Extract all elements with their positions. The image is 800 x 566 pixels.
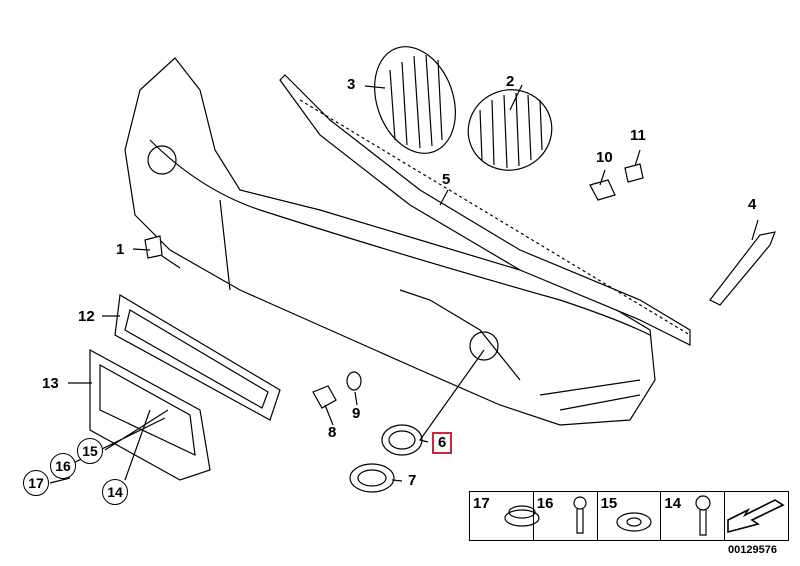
kidney-grille-right <box>467 89 553 171</box>
legend-num: 15 <box>600 495 618 512</box>
legend-num: 17 <box>473 495 490 512</box>
label-1: 1 <box>116 241 125 258</box>
part-8 <box>312 385 337 409</box>
fog-light-opening-right <box>469 331 499 361</box>
kidney-grille-left <box>374 46 456 154</box>
cap-icon <box>504 509 540 527</box>
label-8: 8 <box>328 424 337 441</box>
label-5: 5 <box>442 171 451 188</box>
side-trim <box>709 231 776 306</box>
label-14: 14 <box>102 479 128 505</box>
part-6 <box>381 424 423 456</box>
label-13: 13 <box>42 375 59 392</box>
document-id: 00129576 <box>728 544 777 556</box>
label-9: 9 <box>352 405 361 422</box>
legend-arrow-cell <box>725 492 788 540</box>
tow-cap <box>144 235 181 269</box>
screw-icon <box>573 496 587 534</box>
grille-strip <box>279 74 691 346</box>
label-2: 2 <box>506 73 515 90</box>
legend-cell: 15 <box>598 492 662 540</box>
part-9 <box>346 371 362 391</box>
fog-light-opening-left <box>147 145 177 175</box>
part-11 <box>624 163 644 183</box>
small-parts-legend: 17 16 15 14 <box>469 491 789 541</box>
label-12: 12 <box>78 308 95 325</box>
screw-icon <box>695 495 711 536</box>
part-7 <box>349 463 395 493</box>
label-17: 17 <box>23 470 49 496</box>
label-11: 11 <box>630 127 646 144</box>
label-10: 10 <box>596 149 613 166</box>
label-7: 7 <box>408 472 417 489</box>
label-3: 3 <box>347 76 356 93</box>
bumper-cover <box>124 57 656 426</box>
legend-cell: 17 <box>470 492 534 540</box>
washer-icon <box>616 512 652 532</box>
label-16: 16 <box>50 453 76 479</box>
label-6-highlighted: 6 <box>432 432 453 454</box>
legend-cell: 16 <box>534 492 598 540</box>
legend-num: 14 <box>664 495 682 512</box>
legend-num: 16 <box>536 495 554 512</box>
part-10 <box>589 179 616 201</box>
label-15: 15 <box>77 438 103 464</box>
legend-cell: 14 <box>661 492 726 540</box>
label-4: 4 <box>748 196 757 213</box>
arrow-icon <box>727 499 785 534</box>
